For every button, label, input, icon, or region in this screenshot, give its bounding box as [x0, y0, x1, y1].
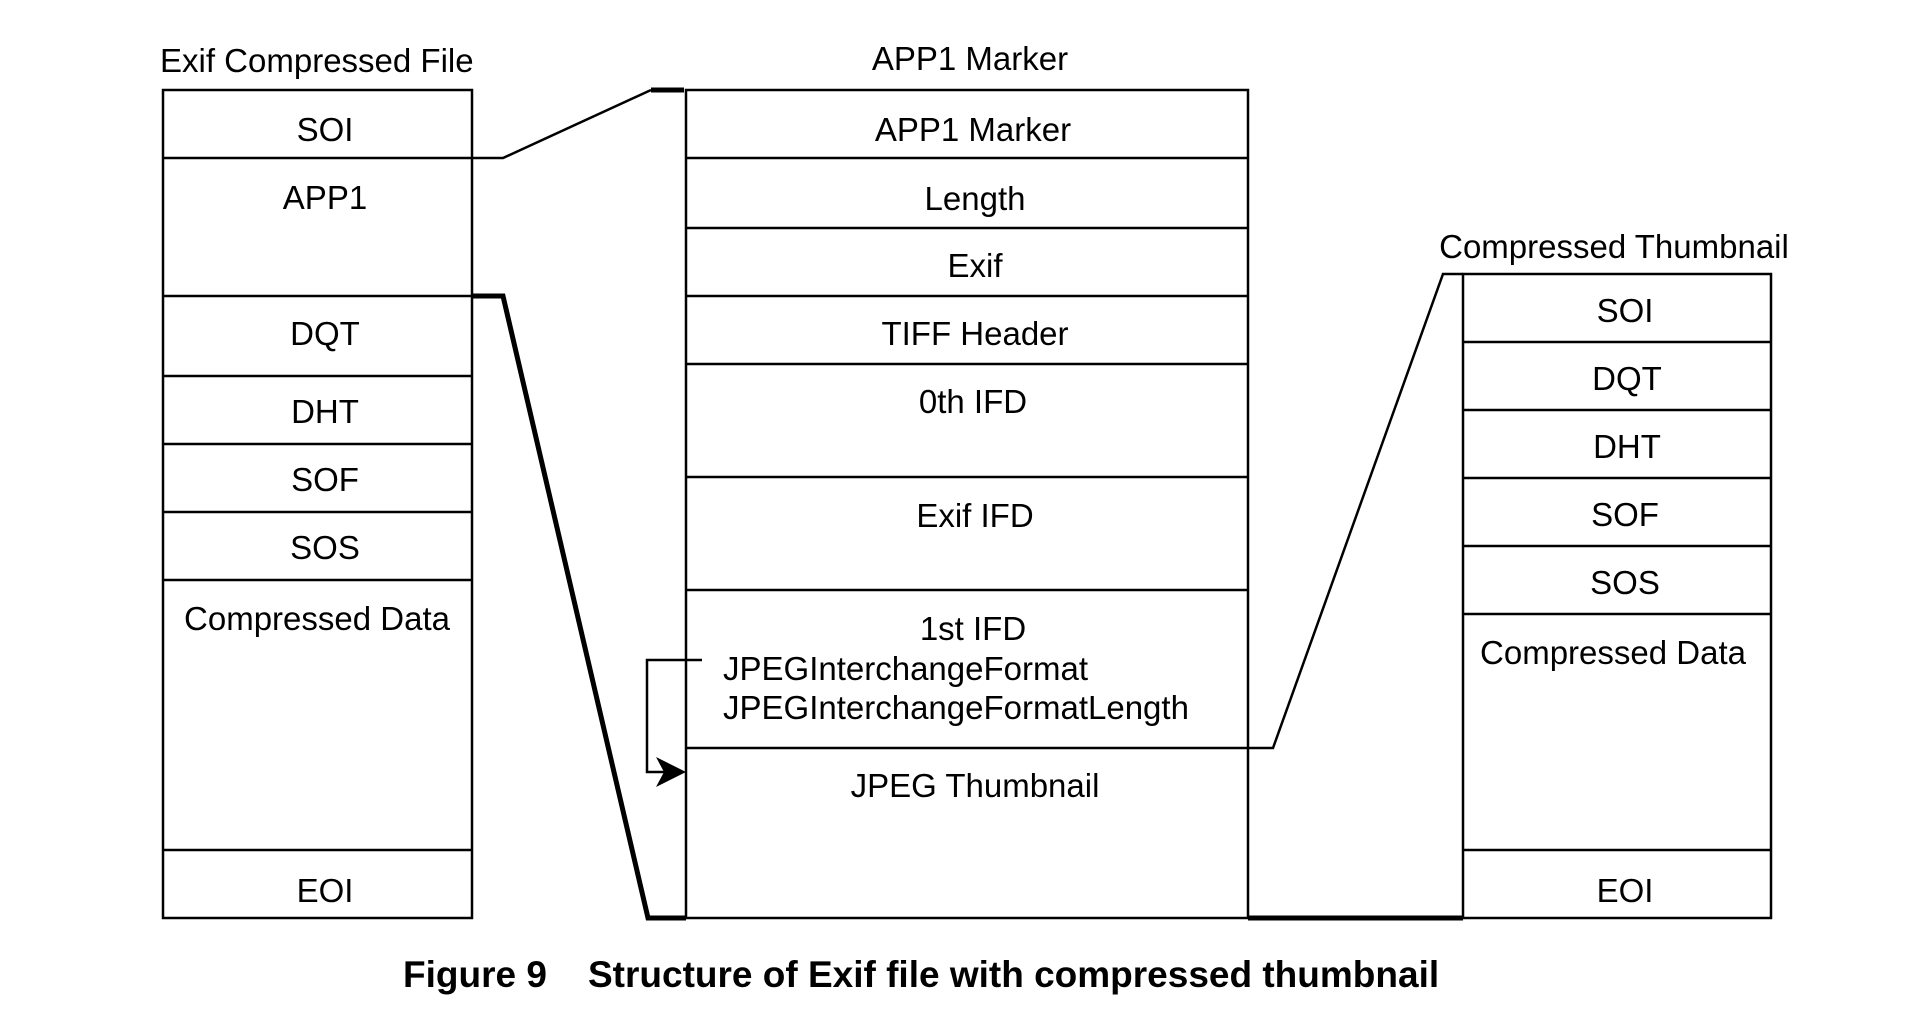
right-segment-dht: DHT: [1593, 428, 1661, 465]
thumbnail-expansion-connector-top: [1248, 272, 1463, 750]
app1-expansion-connector: [472, 88, 652, 160]
left-segment-sos: SOS: [290, 529, 360, 566]
ifd-pointer-arrow-line: [645, 658, 702, 774]
middle-segment-1st-ifd: 1st IFD: [920, 610, 1026, 647]
left-segment-app1: APP1: [283, 179, 367, 216]
ifd-pointer-arrowhead-icon: [656, 757, 686, 787]
middle-segment-tiff-header: TIFF Header: [881, 315, 1068, 352]
right-column: SOI DQT DHT SOF SOS Compressed Data EOI: [1461, 272, 1773, 920]
middle-column: APP1 Marker Length Exif TIFF Header 0th …: [684, 88, 1250, 920]
left-segment-sof: SOF: [291, 461, 359, 498]
right-segment-compressed-data: Compressed Data: [1480, 634, 1747, 671]
app1-bottom-expansion-connector: [472, 293, 686, 921]
right-segment-eoi: EOI: [1597, 872, 1654, 909]
ifd1-field-jpeg-interchange-format: JPEGInterchangeFormat: [723, 650, 1088, 687]
right-column-title: Compressed Thumbnail: [1439, 228, 1789, 265]
middle-segment-exif-ifd: Exif IFD: [916, 497, 1033, 534]
left-segment-eoi: EOI: [297, 872, 354, 909]
left-column-border: [161, 88, 474, 920]
middle-segment-exif: Exif: [947, 247, 1003, 284]
middle-segment-jpeg-thumbnail: JPEG Thumbnail: [851, 767, 1100, 804]
right-segment-soi: SOI: [1597, 292, 1654, 329]
left-segment-dht: DHT: [291, 393, 359, 430]
middle-column-title: APP1 Marker: [872, 40, 1068, 77]
left-column: SOI APP1 DQT DHT SOF SOS Compressed Data…: [161, 88, 474, 920]
right-segment-sos: SOS: [1590, 564, 1660, 601]
right-segment-sof: SOF: [1591, 496, 1659, 533]
middle-segment-length: Length: [925, 180, 1026, 217]
figure-caption-text: Structure of Exif file with compressed t…: [588, 954, 1439, 995]
right-segment-dqt: DQT: [1592, 360, 1662, 397]
middle-segment-app1-marker: APP1 Marker: [875, 111, 1071, 148]
figure-caption-label: Figure 9: [403, 954, 547, 995]
right-column-border: [1461, 272, 1773, 920]
left-segment-dqt: DQT: [290, 315, 360, 352]
left-segment-soi: SOI: [297, 111, 354, 148]
ifd1-field-jpeg-interchange-format-length: JPEGInterchangeFormatLength: [723, 689, 1189, 726]
middle-segment-0th-ifd: 0th IFD: [919, 383, 1027, 420]
left-column-title: Exif Compressed File: [160, 42, 474, 79]
left-segment-compressed-data: Compressed Data: [184, 600, 451, 637]
